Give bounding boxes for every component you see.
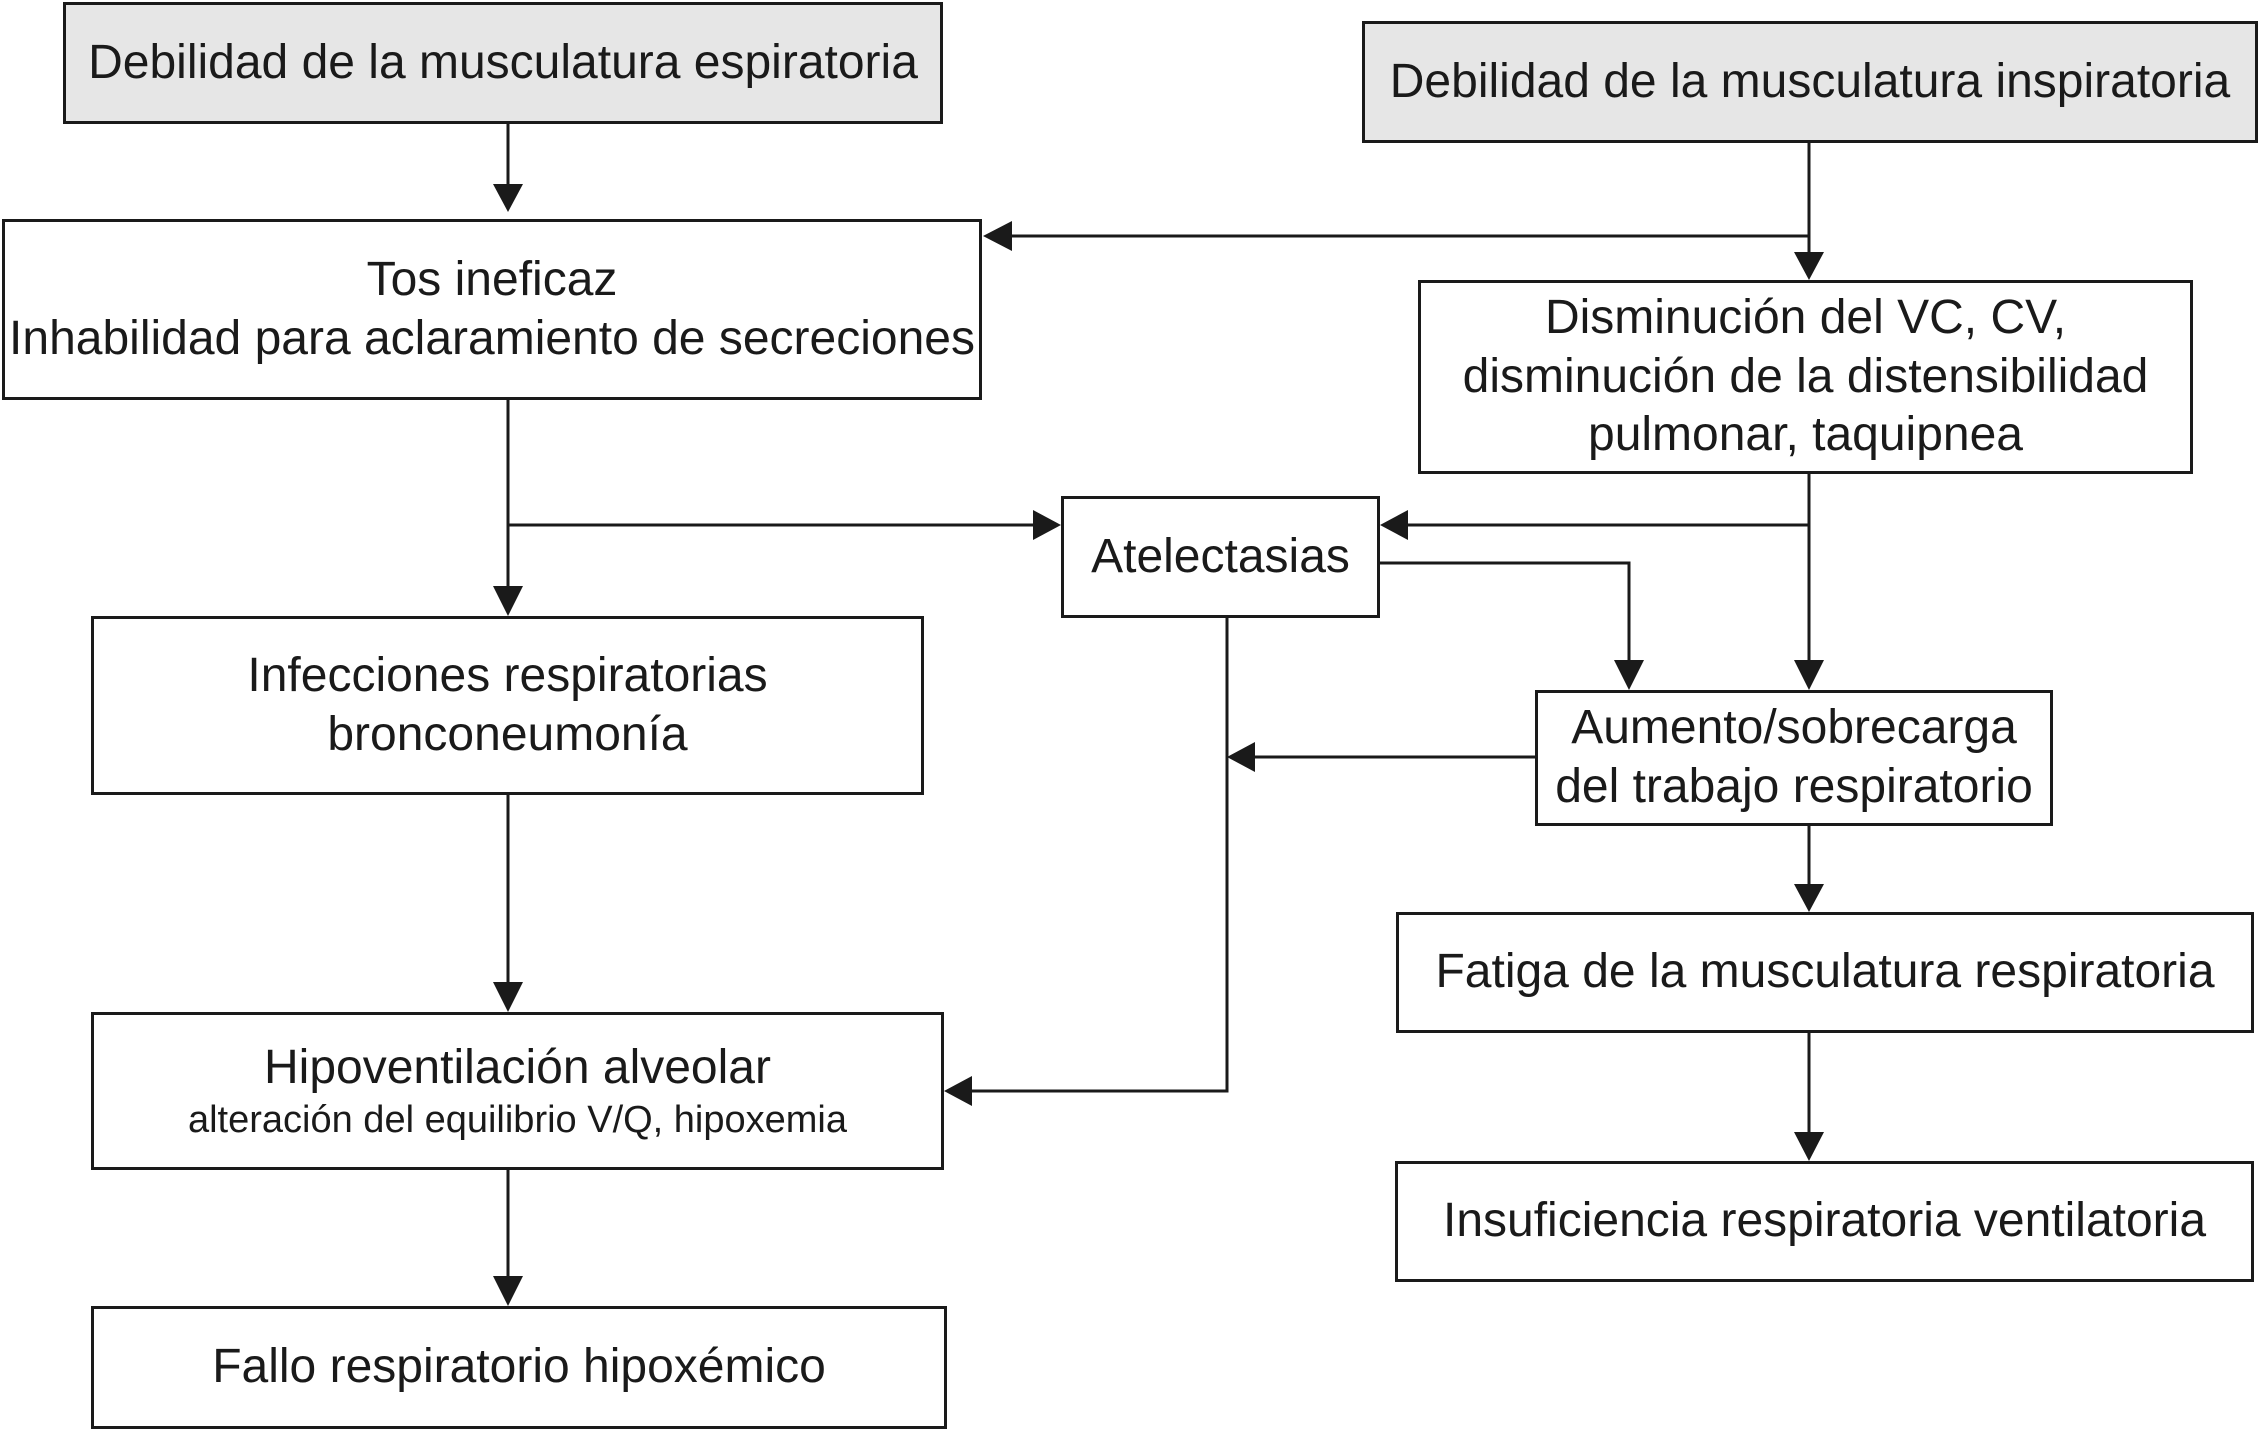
node-ineffective-cough: Tos ineficaz Inhabilidad para aclaramien… <box>2 219 982 400</box>
arrowhead <box>493 184 523 212</box>
edge-atelectasis-to-work <box>1380 561 1631 660</box>
node-atelectasis: Atelectasias <box>1061 496 1380 618</box>
node-label-line-1: Disminución del VC, CV, <box>1544 291 2067 345</box>
node-work-increase: Aumento/sobrecarga del trabajo respirato… <box>1535 690 2053 826</box>
edge-atelectasis-to-hypoventilation <box>972 618 1229 1093</box>
arrowhead <box>1227 742 1255 772</box>
arrowhead <box>944 1076 972 1106</box>
node-label: Insuficiencia respiratoria ventilatoria <box>1442 1194 2207 1248</box>
node-hypoxemic-failure: Fallo respiratorio hipoxémico <box>91 1306 947 1429</box>
arrowhead <box>1033 510 1061 540</box>
arrowhead <box>1794 1132 1824 1161</box>
arrowhead <box>1380 510 1408 540</box>
arrowhead <box>983 221 1012 251</box>
arrowhead <box>1614 660 1644 690</box>
arrowhead <box>493 1276 523 1306</box>
arrowhead <box>493 982 523 1012</box>
node-title: Hipoventilación alveolar <box>264 1040 771 1094</box>
node-vc-decrease: Disminución del VC, CV, disminución de l… <box>1418 280 2193 474</box>
node-muscle-fatigue: Fatiga de la musculatura respiratoria <box>1396 912 2254 1033</box>
node-label-line-2: disminución de la distensibilidad <box>1462 349 2149 403</box>
node-subtitle: alteración del equilibrio V/Q, hipoxemia <box>187 1099 848 1142</box>
node-label-line-2: bronconeumonía <box>327 707 688 761</box>
arrowhead <box>1794 252 1824 280</box>
node-inspiratory-weakness: Debilidad de la musculatura inspiratoria <box>1362 21 2258 143</box>
arrowhead <box>1794 660 1824 690</box>
arrowhead <box>493 586 523 616</box>
node-label-line-3: pulmonar, taquipnea <box>1588 408 2023 462</box>
node-expiratory-weakness: Debilidad de la musculatura espiratoria <box>63 2 943 124</box>
node-label-line-1: Infecciones respiratorias <box>247 648 768 702</box>
node-label-line-1: Aumento/sobrecarga <box>1571 701 2017 755</box>
node-label-line-2: Inhabilidad para aclaramiento de secreci… <box>9 311 975 365</box>
node-infections: Infecciones respiratorias bronconeumonía <box>91 616 924 795</box>
node-label-line-1: Tos ineficaz <box>366 252 618 306</box>
node-label: Atelectasias <box>1091 529 1350 583</box>
node-label: Debilidad de la musculatura espiratoria <box>88 35 918 89</box>
node-label: Fatiga de la musculatura respiratoria <box>1435 945 2215 999</box>
node-hypoventilation: Hipoventilación alveolar alteración del … <box>91 1012 944 1170</box>
node-label: Debilidad de la musculatura inspiratoria <box>1389 54 2231 108</box>
node-ventilatory-failure: Insuficiencia respiratoria ventilatoria <box>1395 1161 2254 1282</box>
node-label-line-2: del trabajo respiratorio <box>1555 760 2033 813</box>
node-label: Fallo respiratorio hipoxémico <box>212 1340 826 1394</box>
arrowhead <box>1794 884 1824 912</box>
